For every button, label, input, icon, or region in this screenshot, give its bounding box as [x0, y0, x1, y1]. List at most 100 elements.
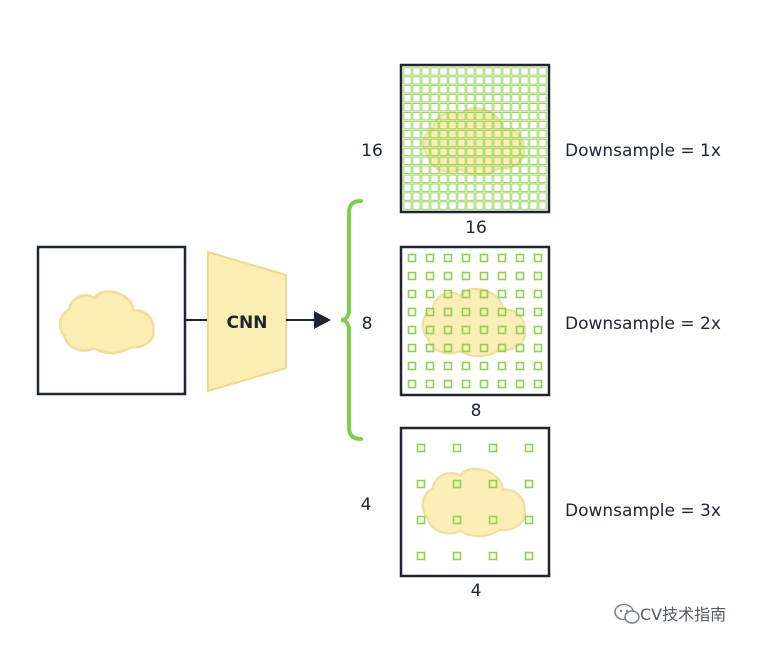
grid-cell: [484, 94, 493, 103]
grid-cell: [520, 183, 529, 192]
grid-cell: [520, 94, 529, 103]
grid-cell: [466, 174, 475, 183]
grid-cell: [457, 138, 466, 148]
grid-cell: [475, 85, 484, 94]
grid-cell: [538, 138, 547, 148]
grid-cell: [439, 129, 448, 139]
wechat-icon: [614, 603, 640, 624]
grid-cell: [493, 138, 502, 148]
watermark: CV技术指南: [614, 603, 726, 624]
grid-cell: [443, 343, 453, 353]
grid-cell: [466, 76, 475, 85]
grid-cell: [421, 129, 430, 139]
grid-cell: [511, 192, 520, 201]
grid-cell: [430, 94, 439, 103]
grid-cell: [457, 76, 466, 85]
grid-cell: [520, 120, 529, 130]
grid-cell: [439, 103, 448, 112]
grid-cell: [412, 112, 421, 121]
grid-cell: [533, 379, 543, 389]
grid-cell: [484, 112, 493, 121]
grid-cell: [538, 174, 547, 183]
grid-cell: [488, 443, 498, 453]
grid-cell: [479, 325, 489, 335]
grid-cell: [529, 103, 538, 112]
grid-cell: [421, 67, 430, 76]
grid-cell: [493, 76, 502, 85]
grid-cell: [502, 174, 511, 183]
grid-cell: [524, 515, 534, 525]
grid-cell: [448, 129, 457, 139]
grid-cell: [443, 289, 453, 299]
grid-cell: [538, 183, 547, 192]
grid-cell: [529, 120, 538, 130]
grid-cell: [430, 76, 439, 85]
grid-cell: [493, 183, 502, 192]
grid-cell: [403, 147, 412, 157]
grid-cell: [497, 289, 507, 299]
feature-map-4-rows-label: 4: [361, 495, 372, 515]
grid-cell: [502, 147, 511, 157]
grid-cell: [461, 325, 471, 335]
feature-map-8-grid: [407, 253, 543, 389]
grid-cell: [439, 156, 448, 165]
feature-map-4-cols-label: 4: [471, 581, 482, 601]
feature-map-16-rows-label: 16: [361, 141, 383, 161]
grid-cell: [443, 271, 453, 281]
grid-cell: [457, 183, 466, 192]
grid-cell: [529, 67, 538, 76]
grid-cell: [425, 271, 435, 281]
grid-cell: [484, 129, 493, 139]
grid-cell: [439, 138, 448, 148]
grid-cell: [520, 174, 529, 183]
grid-cell: [425, 343, 435, 353]
grid-cell: [533, 289, 543, 299]
grid-cell: [497, 307, 507, 317]
grid-cell: [533, 271, 543, 281]
grid-cell: [412, 129, 421, 139]
grid-cell: [412, 183, 421, 192]
grid-cell: [502, 165, 511, 174]
feature-map-4-grid: [416, 443, 534, 561]
grid-cell: [475, 192, 484, 201]
grid-cell: [421, 120, 430, 130]
grid-cell: [488, 479, 498, 489]
grid-cell: [430, 192, 439, 201]
grid-cell: [502, 201, 511, 210]
grid-cell: [439, 165, 448, 174]
grid-cell: [497, 343, 507, 353]
grid-cell: [407, 289, 417, 299]
feature-map-4: 4 4 Downsample = 3x: [361, 426, 721, 601]
grid-cell: [520, 156, 529, 165]
grid-cell: [520, 76, 529, 85]
grid-cell: [430, 85, 439, 94]
grid-cell: [421, 112, 430, 121]
feature-map-16: 16 16 Downsample = 1x: [361, 63, 721, 238]
grid-cell: [529, 174, 538, 183]
grid-cell: [466, 129, 475, 139]
grid-cell: [403, 201, 412, 210]
grid-cell: [475, 112, 484, 121]
grid-cell: [403, 85, 412, 94]
grid-cell: [511, 120, 520, 130]
grid-cell: [479, 343, 489, 353]
grid-cell: [515, 307, 525, 317]
grid-cell: [452, 443, 462, 453]
grid-cell: [484, 76, 493, 85]
grid-cell: [475, 174, 484, 183]
grid-cell: [520, 129, 529, 139]
grid-cell: [466, 112, 475, 121]
feature-map-16-downsample-label: Downsample = 1x: [565, 141, 721, 161]
grid-cell: [461, 253, 471, 263]
grid-cell: [466, 138, 475, 148]
cnn-trapezoid: [207, 250, 287, 393]
grid-cell: [511, 174, 520, 183]
grid-cell: [430, 174, 439, 183]
grid-cell: [511, 76, 520, 85]
grid-cell: [502, 156, 511, 165]
grid-cell: [515, 289, 525, 299]
grid-cell: [475, 201, 484, 210]
grid-cell: [430, 201, 439, 210]
